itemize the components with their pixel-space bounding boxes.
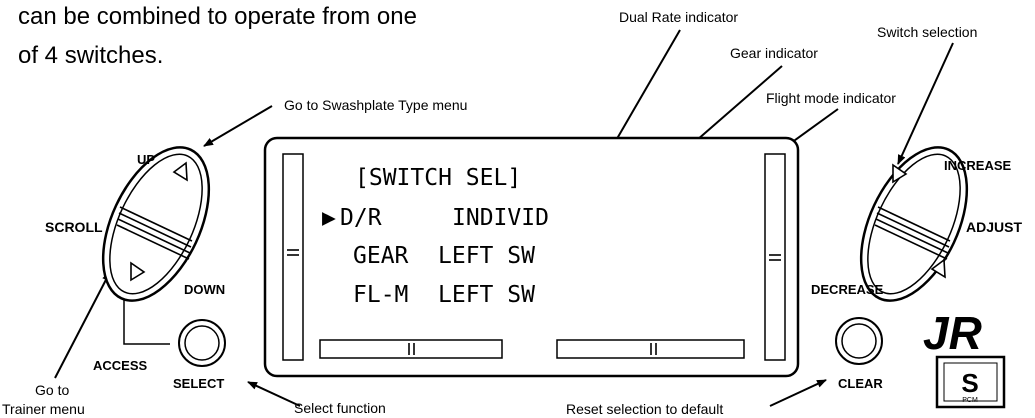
badge-sub: PCM [962,397,978,404]
up-triangle-icon [172,161,188,182]
jr-logo: JR [923,307,982,359]
row-value: INDIVID [452,205,549,231]
jr-logo-text: JR [923,307,982,359]
spcm-badge: S PCM [935,355,1006,409]
adjust-rocker-divider [874,206,951,260]
decrease-triangle-icon [930,258,946,279]
access-connector [123,296,170,345]
bottom-left-trim-bar [319,339,503,359]
menu-cursor: ▶ [322,205,336,231]
decrease-label: DECREASE [811,282,884,297]
access-label: ACCESS [93,358,148,373]
label-gear: Gear indicator [730,45,818,61]
scroll-up-label: UP [137,152,155,167]
row-value: LEFT SW [438,282,535,308]
intro-line-2: of 4 switches. [18,42,163,69]
down-triangle-icon [130,261,146,282]
adjust-label: ADJUST [966,219,1022,235]
screen-title: [SWITCH SEL] [355,165,521,191]
label-trainer-2: Trainer menu [2,401,85,417]
scroll-rocker[interactable] [81,131,230,317]
clear-label: CLEAR [838,376,883,391]
adjust-rocker[interactable] [839,131,988,317]
left-trim-bar [282,153,304,361]
screen-row-dual-rate[interactable]: D/R INDIVID [340,205,549,231]
arrow-switch-selection [897,42,954,165]
label-swashplate: Go to Swashplate Type menu [284,97,467,113]
label-dual-rate: Dual Rate indicator [619,9,738,25]
bottom-right-trim-bar [556,339,745,359]
increase-label: INCREASE [944,158,1012,173]
clear-button[interactable] [835,317,883,365]
label-reset-default: Reset selection to default [566,401,723,417]
screen-row-gear[interactable]: GEAR LEFT SW [353,243,535,269]
scroll-rocker-divider [116,206,193,260]
scroll-down-label: DOWN [184,282,225,297]
arrow-swashplate [203,105,273,147]
arrow-trainer [54,271,111,379]
scroll-label: SCROLL [45,219,103,235]
row-value: LEFT SW [438,243,535,269]
right-trim-bar [764,153,786,361]
lcd-screen: [SWITCH SEL] ▶ D/R INDIVID GEAR LEFT SW … [263,136,800,378]
badge-letter: S [961,368,978,398]
label-switch-selection: Switch selection [877,24,977,40]
label-flight-mode: Flight mode indicator [766,90,896,106]
increase-triangle-icon [892,163,908,184]
select-label: SELECT [173,376,224,391]
screen-row-flight-mode[interactable]: FL-M LEFT SW [353,282,535,308]
row-name: FL-M [353,282,408,308]
intro-line-1: can be combined to operate from one [18,3,417,30]
arrow-reset-default [769,379,827,407]
label-trainer-1: Go to [35,382,69,398]
row-name: GEAR [353,243,409,269]
row-name: D/R [340,205,382,231]
select-button[interactable] [178,319,226,367]
lcd-frame [263,136,800,378]
label-select-function: Select function [294,400,386,416]
arrow-select-function [247,381,301,407]
